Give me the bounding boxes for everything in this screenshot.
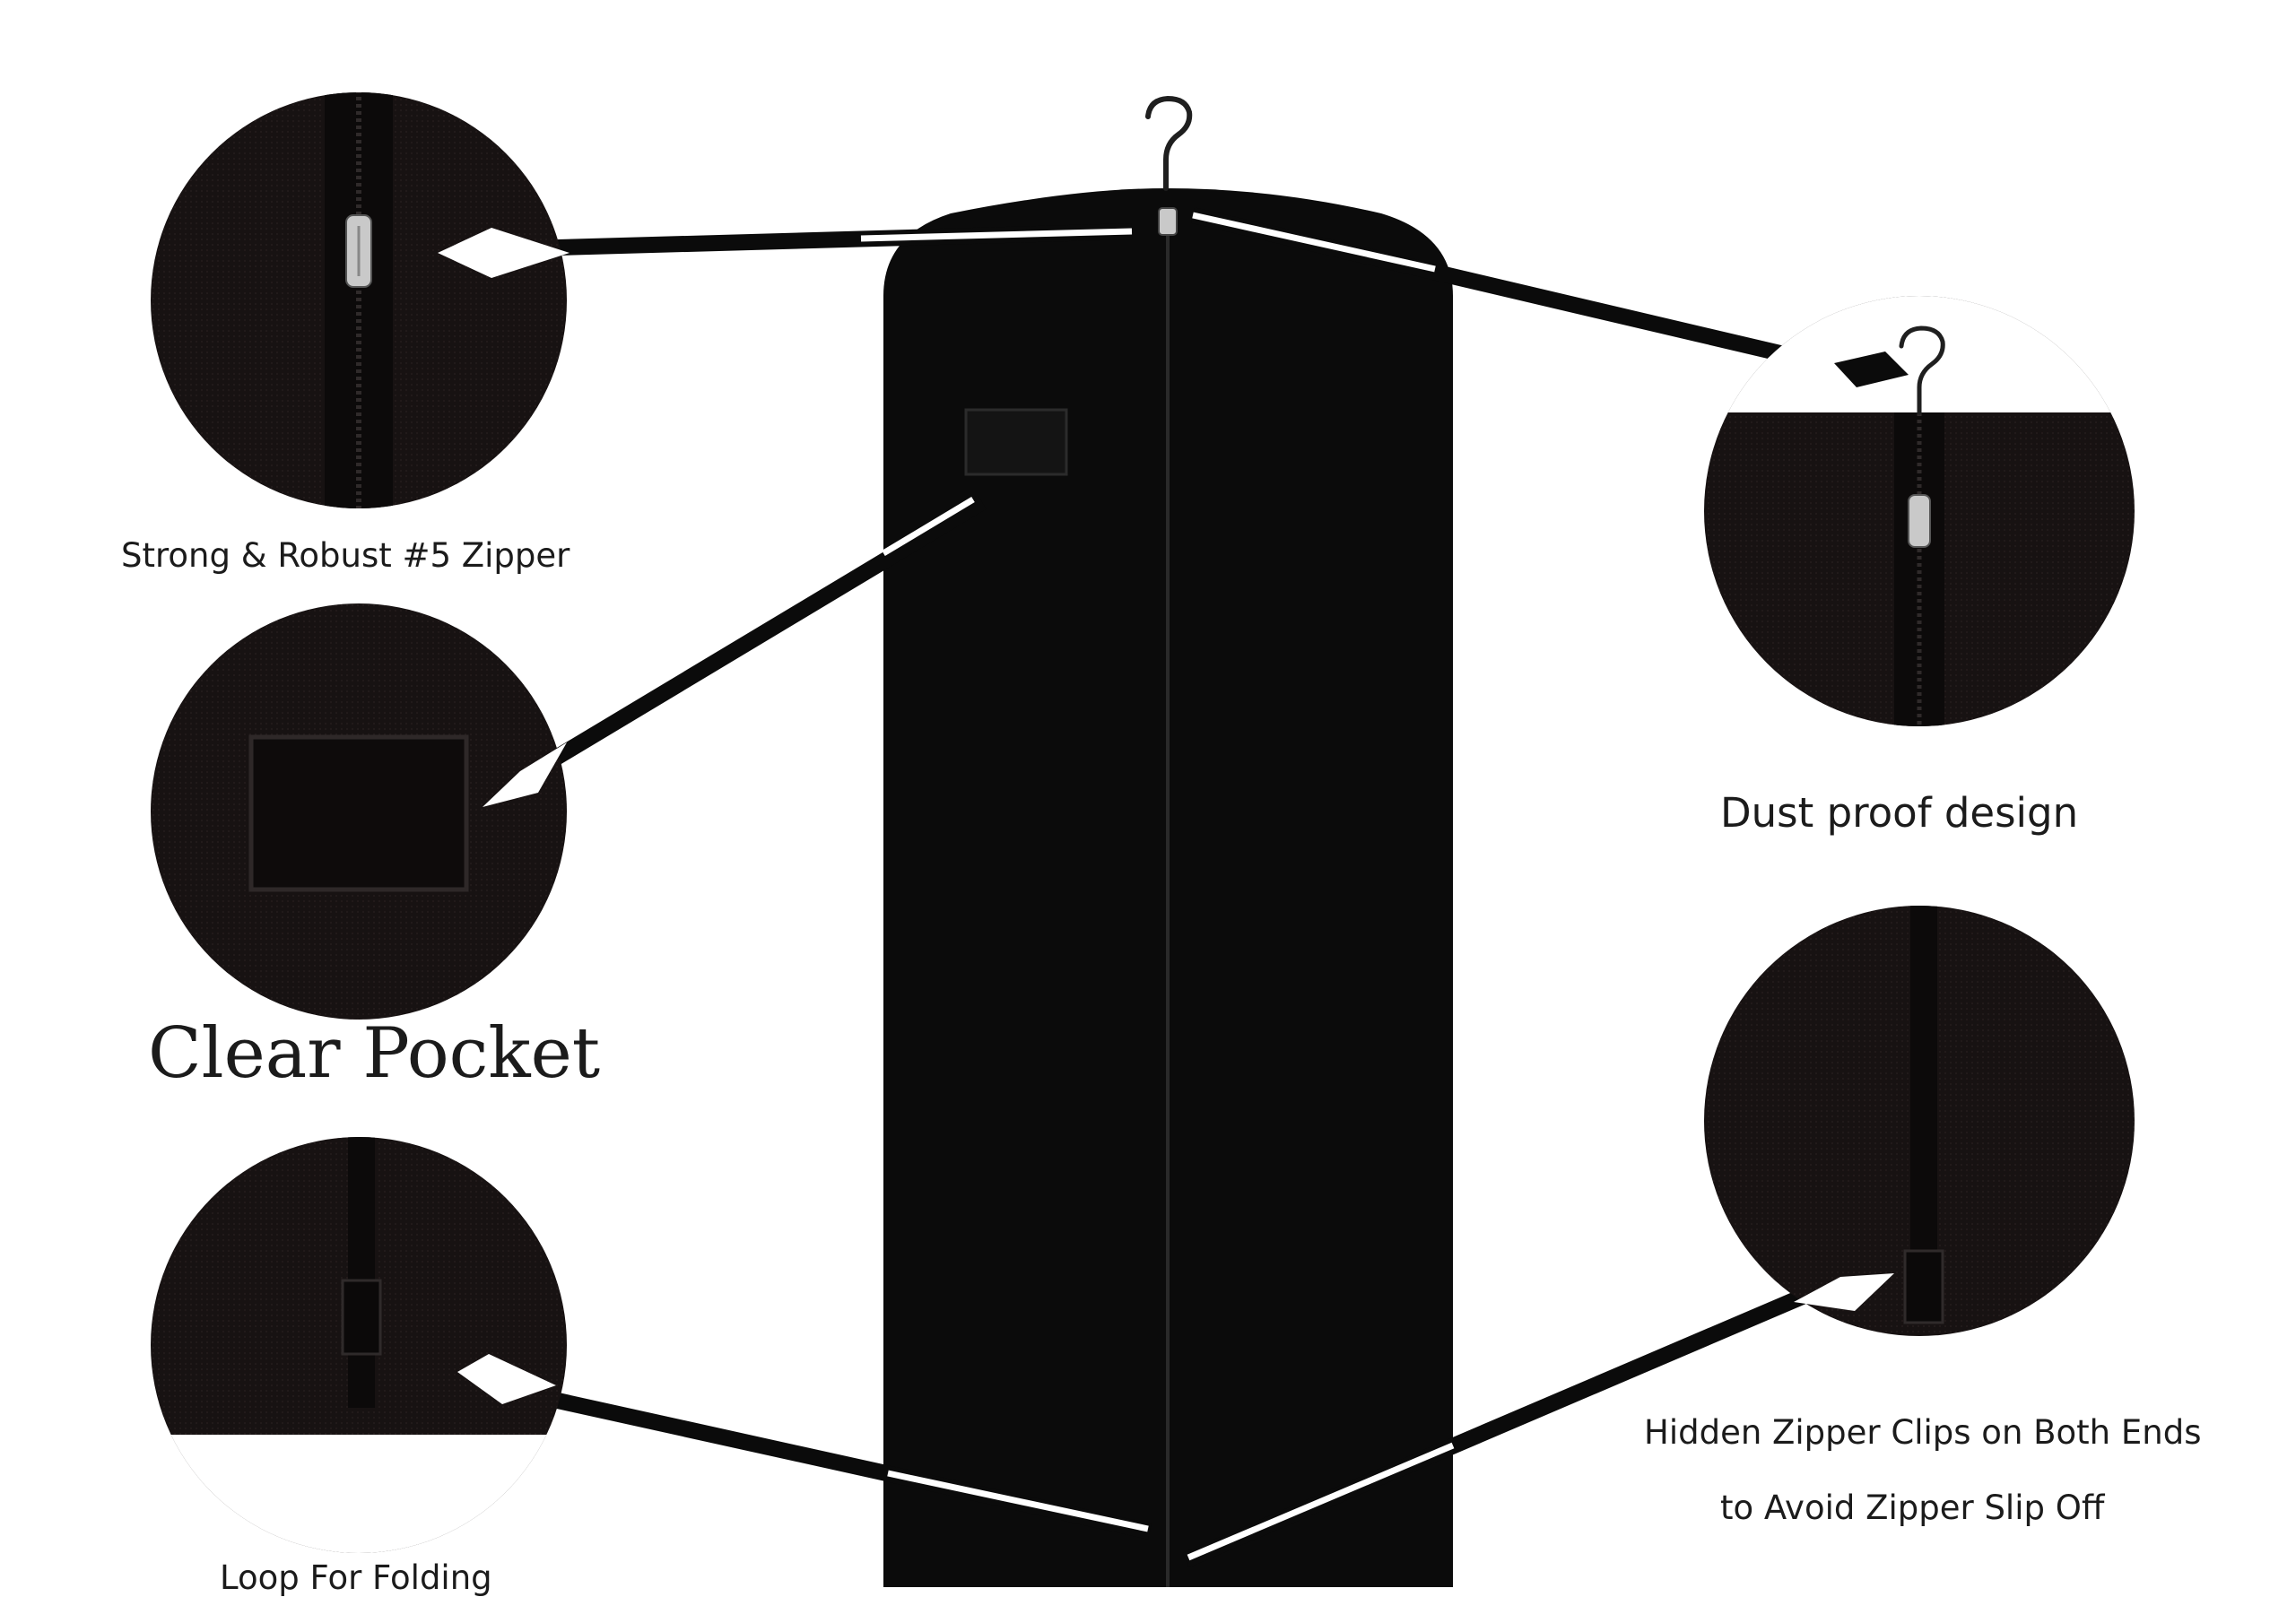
loop-closeup [151, 1137, 567, 1553]
folding-loop [341, 1279, 382, 1356]
pointer-arrow-icon [457, 1354, 556, 1404]
hanger-hook-icon [1899, 325, 1945, 415]
bag-id-pocket [964, 408, 1068, 476]
connector-lines [430, 207, 1859, 1568]
clips-caption-line2: to Avoid Zipper Slip Off [1720, 1488, 2105, 1527]
loop-caption: Loop For Folding [220, 1558, 492, 1597]
clips-caption-line1: Hidden Zipper Clips on Both Ends [1644, 1413, 2202, 1452]
pocket-caption: Clear Pocket [148, 1013, 601, 1094]
zipper-pull-icon [1158, 207, 1178, 236]
zipper-caption: Strong & Robust #5 Zipper [121, 536, 570, 575]
garment-bag [883, 95, 1453, 1587]
pointer-arrow-icon [438, 228, 570, 278]
pointer-arrow-icon [1834, 352, 1909, 387]
dust-proof-caption: Dust proof design [1720, 789, 2079, 837]
zipper-closeup [151, 92, 570, 508]
pocket-closeup [151, 603, 567, 1020]
hanger-hook-icon [1145, 95, 1193, 191]
pointer-arrow-icon [1794, 1273, 1894, 1311]
hidden-clips-closeup [1704, 906, 2135, 1336]
pointer-arrow-icon [483, 742, 567, 807]
zipper-clip [1903, 1249, 1944, 1324]
pocket-patch [248, 734, 469, 892]
zipper-slider-icon [1908, 494, 1931, 548]
